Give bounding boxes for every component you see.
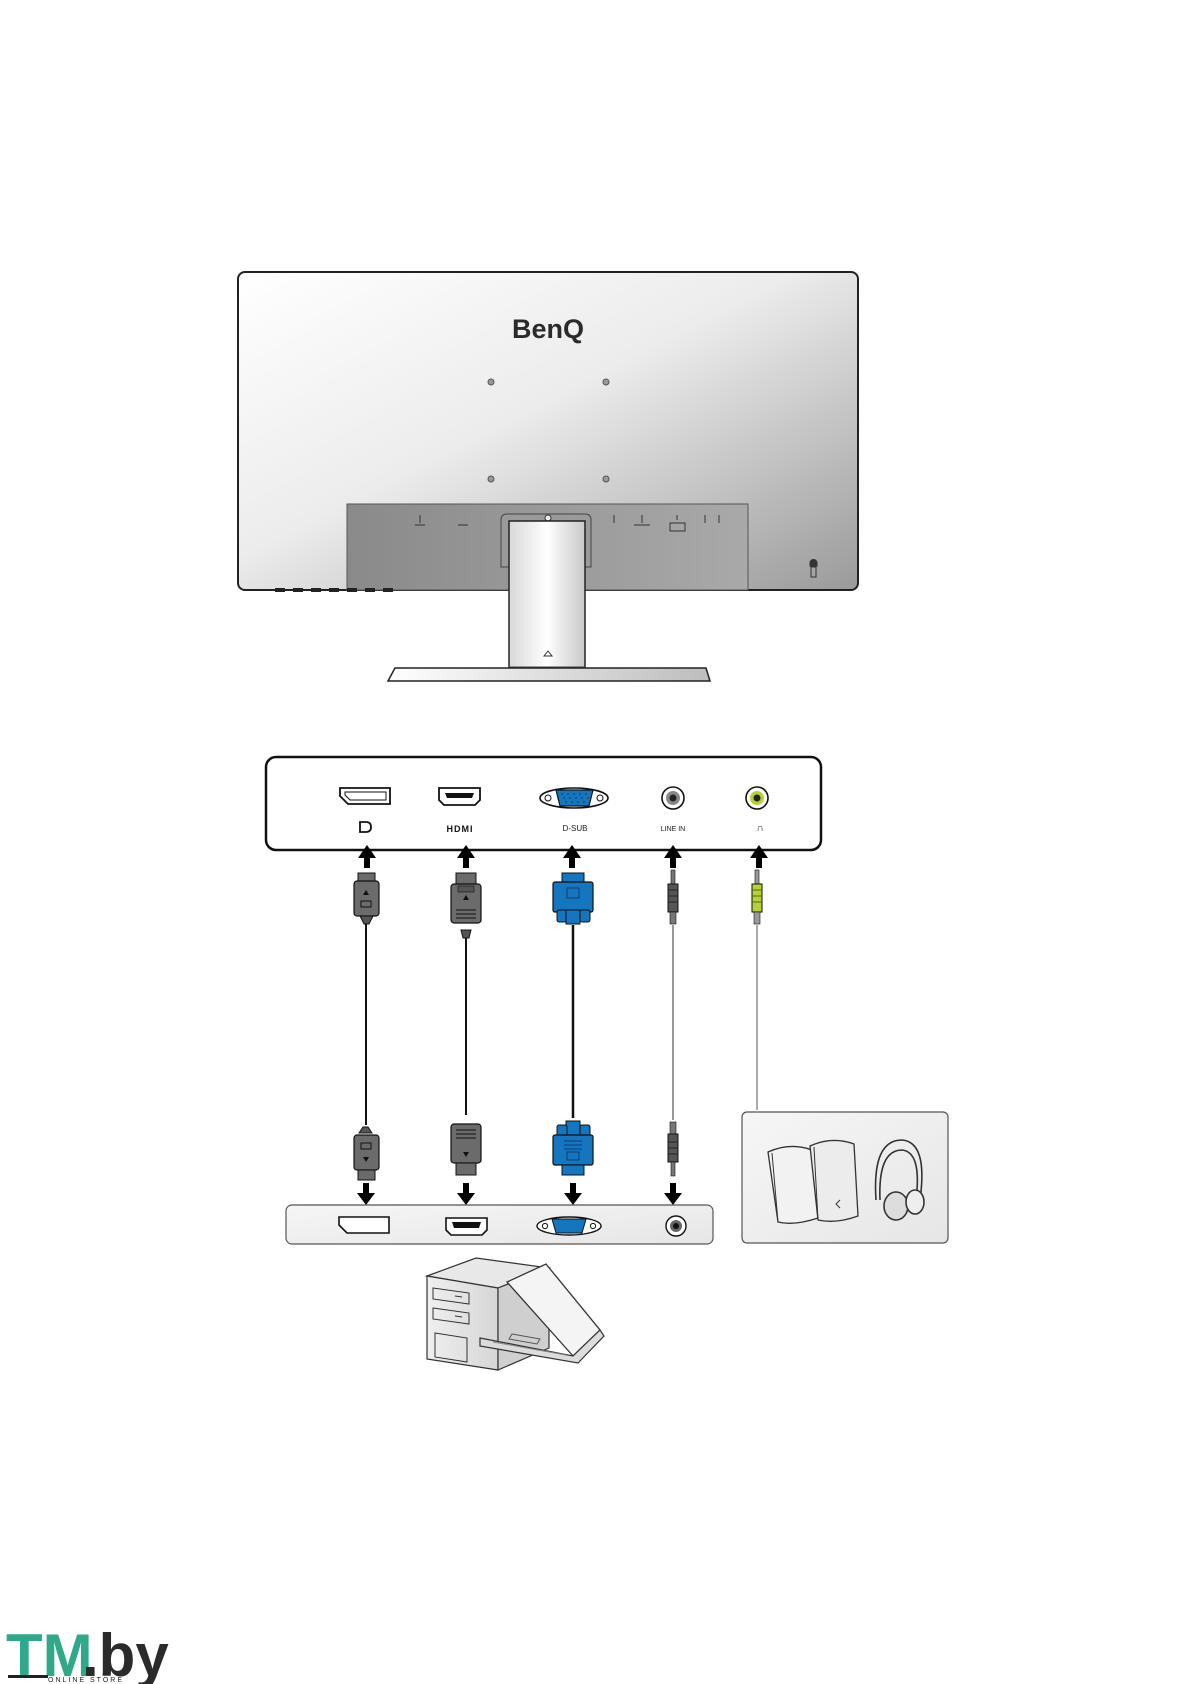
watermark-tm: TM <box>6 1622 93 1684</box>
arrow-down-icon <box>564 1183 582 1205</box>
computer-illustration <box>427 1258 604 1370</box>
line-in-label: LINE IN <box>661 826 686 833</box>
pc-hdmi-port <box>446 1218 487 1235</box>
brand-logo: BenQ <box>512 314 584 344</box>
displayport-cable <box>354 873 379 1180</box>
vga-port <box>540 788 608 808</box>
stand-neck <box>509 521 585 678</box>
pc-vga-port <box>537 1217 601 1235</box>
headphone-audio-cable <box>752 870 762 1110</box>
dsub-label: D-SUB <box>563 824 588 833</box>
line-in-audio-cable <box>668 870 678 1176</box>
hdmi-label: HDMI <box>447 824 474 834</box>
cable-clip-icon <box>545 515 551 521</box>
arrow-down-icon <box>664 1183 682 1205</box>
stand-base <box>388 668 710 681</box>
headphone-label: ∩ <box>756 823 763 834</box>
displayport-port <box>340 788 390 804</box>
pc-port-strip <box>286 1205 713 1244</box>
watermark-by: .by <box>82 1622 169 1684</box>
vga-cable <box>553 873 593 1175</box>
monitor-port-strip: D HDMI D-SUB LINE IN ∩ <box>266 757 821 850</box>
speaker-icon <box>810 1140 858 1221</box>
audio-devices-box <box>742 1112 948 1243</box>
monitor-rear-view: BenQ <box>238 272 858 681</box>
arrow-down-icon <box>357 1183 375 1205</box>
hdmi-port <box>439 788 480 805</box>
pc-audio-jack <box>666 1216 686 1236</box>
watermark-tagline: ONLINE STORE <box>48 1677 124 1684</box>
watermark-logo: TM .by ONLINE STORE <box>6 1622 169 1684</box>
pc-displayport-port <box>339 1217 389 1233</box>
hdmi-cable <box>451 873 481 1175</box>
arrows-down <box>357 1183 682 1205</box>
arrow-down-icon <box>457 1183 475 1205</box>
line-in-jack <box>662 787 684 809</box>
headphone-jack <box>746 787 768 809</box>
